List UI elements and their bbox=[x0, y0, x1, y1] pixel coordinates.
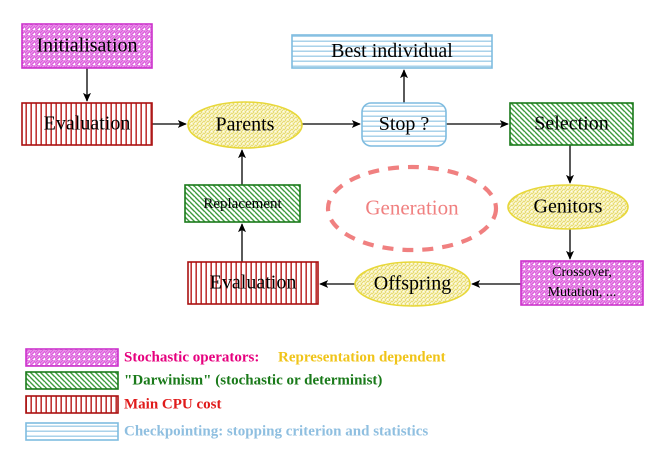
node-label-evaluation-top: Evaluation bbox=[44, 113, 131, 135]
legend-swatch-stochastic-operators bbox=[25, 348, 119, 367]
node-shape-crossover bbox=[520, 260, 644, 306]
legend-text-main-cpu-cost: Main CPU cost bbox=[124, 396, 222, 412]
node-stop[interactable]: Stop ? bbox=[361, 102, 447, 147]
node-replacement[interactable]: Replacement bbox=[184, 184, 301, 223]
node-shape-stop bbox=[361, 102, 447, 147]
node-label-stop: Stop ? bbox=[379, 113, 430, 135]
node-label-offspring: Offspring bbox=[374, 273, 451, 295]
node-evaluation-bot[interactable]: Evaluation bbox=[187, 261, 319, 305]
node-label-best-individual: Best individual bbox=[331, 40, 453, 62]
legend-layer: Stochastic operators: Representation depe… bbox=[25, 348, 446, 441]
node-evaluation-top[interactable]: Evaluation bbox=[21, 102, 153, 146]
legend-text-stochastic-operators: Stochastic operators: bbox=[124, 349, 259, 365]
node-shape-evaluation-bot bbox=[187, 261, 319, 305]
node-generation[interactable]: Generation bbox=[325, 164, 499, 253]
node-shape-parents bbox=[187, 101, 303, 149]
node-label-initialisation: Initialisation bbox=[36, 35, 137, 57]
legend-item-darwinism: "Darwinism" (stochastic or determinist) bbox=[25, 371, 382, 390]
node-shape-genitors bbox=[507, 184, 629, 230]
legend-extra-text-stochastic-operators: Representation dependent bbox=[278, 349, 446, 365]
legend-swatch-darwinism bbox=[25, 371, 119, 390]
node-shape-best-individual bbox=[291, 34, 493, 69]
node-shape-evaluation-top bbox=[21, 102, 153, 146]
legend-text-checkpointing: Checkpointing: stopping criterion and st… bbox=[124, 423, 428, 439]
node-crossover[interactable]: Crossover, Mutation, ... bbox=[520, 260, 644, 306]
node-offspring[interactable]: Offspring bbox=[354, 261, 471, 307]
node-label-selection: Selection bbox=[534, 113, 608, 135]
legend-item-main-cpu-cost: Main CPU cost bbox=[25, 395, 222, 414]
node-label-evaluation-bot: Evaluation bbox=[210, 272, 297, 294]
node-label-crossover-line2: Mutation, ... bbox=[548, 285, 617, 300]
node-selection[interactable]: Selection bbox=[509, 102, 634, 146]
legend-text-darwinism: "Darwinism" (stochastic or determinist) bbox=[124, 372, 382, 388]
edges-layer bbox=[82, 68, 575, 289]
node-shape-generation bbox=[325, 164, 499, 253]
node-genitors[interactable]: Genitors bbox=[507, 184, 629, 230]
node-parents[interactable]: Parents bbox=[187, 101, 303, 149]
node-label-replacement: Replacement bbox=[203, 196, 282, 212]
node-label-genitors: Genitors bbox=[534, 196, 603, 218]
legend-item-checkpointing: Checkpointing: stopping criterion and st… bbox=[25, 422, 428, 441]
node-shape-initialisation bbox=[21, 23, 153, 69]
node-shape-replacement bbox=[184, 184, 301, 223]
node-label-parents: Parents bbox=[216, 114, 275, 136]
node-initialisation[interactable]: Initialisation bbox=[21, 23, 153, 69]
node-label-crossover-line1: Crossover, bbox=[552, 265, 612, 280]
node-best-individual[interactable]: Best individual bbox=[291, 34, 493, 69]
legend-swatch-checkpointing bbox=[25, 422, 119, 441]
legend-item-stochastic-operators: Stochastic operators: Representation depe… bbox=[25, 348, 446, 367]
legend-swatch-main-cpu-cost bbox=[25, 395, 119, 414]
node-shape-selection bbox=[509, 102, 634, 146]
node-label-generation: Generation bbox=[365, 195, 459, 219]
node-shape-offspring bbox=[354, 261, 471, 307]
